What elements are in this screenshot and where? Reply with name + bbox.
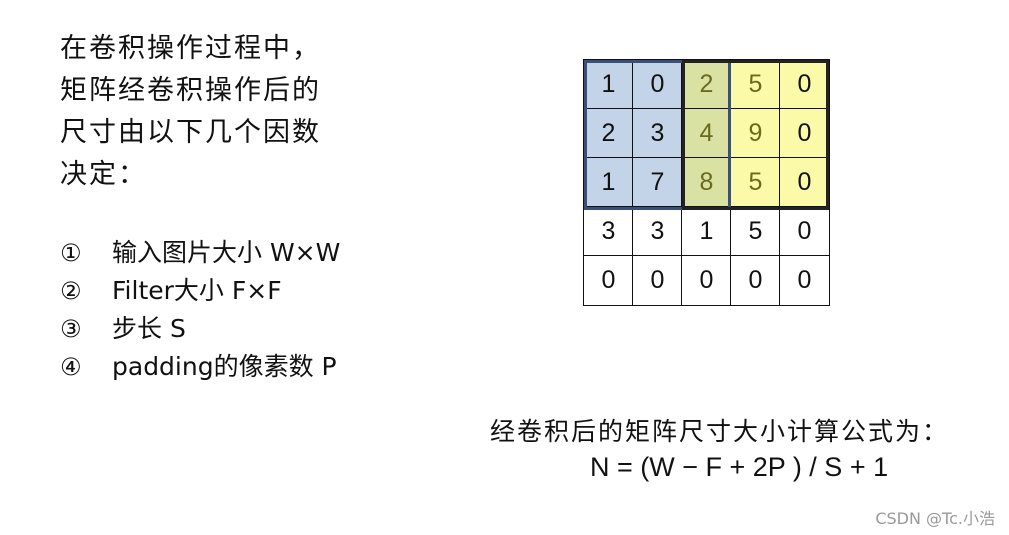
matrix-cell: 0 — [632, 255, 683, 306]
matrix-cell: 0 — [681, 255, 732, 306]
matrix-cell: 0 — [730, 255, 781, 306]
matrix-cell: 3 — [632, 108, 683, 159]
factor-text: Filter大小 F×F — [112, 276, 282, 305]
factor-marker: ③ — [60, 315, 82, 343]
factor-marker: ④ — [60, 353, 82, 381]
matrix-cell: 0 — [632, 59, 683, 110]
intro-line: 矩阵经卷积操作后的 — [60, 75, 321, 106]
factor-list: ① 输入图片大小 W×W ② Filter大小 F×F ③ 步长 S ④ pad… — [60, 234, 340, 386]
matrix-cell: 0 — [779, 206, 830, 257]
factor-marker: ② — [60, 277, 82, 305]
factor-text: 步长 S — [112, 314, 186, 343]
matrix-grid: 1 0 2 5 0 2 3 4 9 0 1 7 8 5 0 3 3 1 5 0 … — [583, 59, 830, 306]
matrix-cell: 0 — [583, 255, 634, 306]
intro-line: 尺寸由以下几个因数 — [60, 117, 321, 148]
factor-text: padding的像素数 P — [112, 352, 337, 381]
factor-item: ③ 步长 S — [60, 310, 340, 348]
intro-text: 在卷积操作过程中， 矩阵经卷积操作后的 尺寸由以下几个因数 决定： — [60, 28, 321, 196]
matrix-cell: 7 — [632, 157, 683, 208]
factor-text: 输入图片大小 W×W — [112, 238, 341, 267]
intro-line: 在卷积操作过程中， — [60, 33, 321, 64]
matrix-cell: 0 — [779, 108, 830, 159]
factor-item: ② Filter大小 F×F — [60, 272, 340, 310]
formula-expression: N = (W − F + 2P ) / S + 1 — [590, 452, 889, 482]
matrix-cell: 4 — [681, 108, 732, 159]
matrix-cell: 5 — [730, 206, 781, 257]
matrix-cell: 8 — [681, 157, 732, 208]
factor-item: ④ padding的像素数 P — [60, 348, 340, 386]
matrix-cell: 5 — [730, 59, 781, 110]
matrix-cell: 0 — [779, 157, 830, 208]
watermark: CSDN @Tc.小浩 — [875, 509, 995, 528]
matrix-cell: 1 — [583, 157, 634, 208]
intro-line: 决定： — [60, 159, 147, 190]
matrix-cell: 2 — [681, 59, 732, 110]
matrix-cell: 1 — [681, 206, 732, 257]
formula-label: 经卷积后的矩阵尺寸大小计算公式为： — [490, 417, 950, 446]
matrix-cell: 3 — [583, 206, 634, 257]
matrix-cell: 0 — [779, 59, 830, 110]
factor-marker: ① — [60, 239, 82, 267]
matrix-cell: 5 — [730, 157, 781, 208]
matrix-cell: 1 — [583, 59, 634, 110]
factor-item: ① 输入图片大小 W×W — [60, 234, 340, 272]
matrix-cell: 3 — [632, 206, 683, 257]
matrix-cell: 2 — [583, 108, 634, 159]
matrix-cell: 0 — [779, 255, 830, 306]
matrix-cell: 9 — [730, 108, 781, 159]
